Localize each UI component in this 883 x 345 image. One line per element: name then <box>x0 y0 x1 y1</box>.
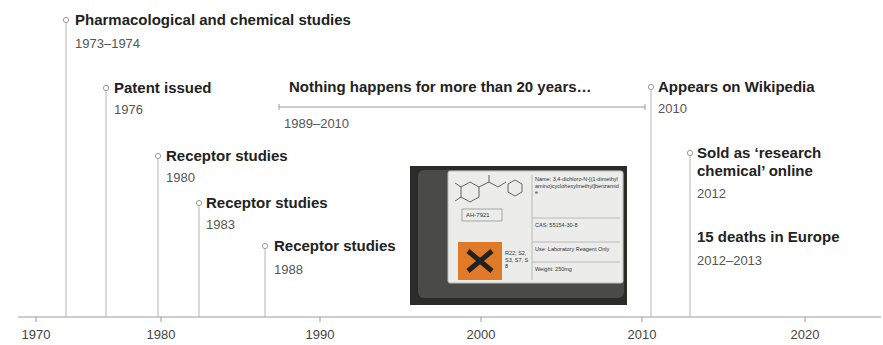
event-year: 1976 <box>114 102 143 118</box>
event-dot <box>687 150 692 155</box>
time-axis <box>18 317 881 318</box>
event-stem <box>106 91 107 317</box>
axis-tick <box>642 317 643 322</box>
axis-tick <box>805 317 806 322</box>
period-bracket <box>279 107 645 108</box>
label-text: Name: 3,4-dichloro-N-[(1-dimethylamino)c… <box>535 176 619 196</box>
event-stem <box>66 23 67 317</box>
event-stem <box>651 90 652 317</box>
event-title: Sold as ‘research chemical’ online <box>697 144 867 180</box>
event-year: 1980 <box>166 170 195 186</box>
product-photo <box>410 166 627 305</box>
axis-ticks <box>36 317 805 322</box>
event-year: 1973–1974 <box>75 36 140 52</box>
event-stems <box>63 17 692 317</box>
event-stem <box>199 206 200 317</box>
label-text: Use: Laboratory Reagent Only <box>535 246 619 253</box>
label-text: Weight: 250mg <box>535 266 619 273</box>
event-title: Receptor studies <box>166 147 288 165</box>
event-dot <box>196 200 201 205</box>
axis-tick <box>36 317 37 322</box>
event-title: Pharmacological and chemical studies <box>75 11 351 29</box>
event-title: 15 deaths in Europe <box>697 228 840 246</box>
bracket-end <box>279 104 280 110</box>
bracket-end <box>645 104 646 110</box>
period-note: Nothing happens for more than 20 years… <box>289 78 592 96</box>
axis-year: 2000 <box>467 327 496 343</box>
event-year: 1983 <box>206 217 235 233</box>
axis-year: 1980 <box>147 327 176 343</box>
event-dot <box>155 153 160 158</box>
event-stem <box>265 249 266 317</box>
event-year: 2010 <box>658 101 687 117</box>
event-stem <box>690 156 691 317</box>
event-dot <box>63 17 68 22</box>
event-title: Appears on Wikipedia <box>658 78 815 96</box>
axis-year: 2020 <box>791 327 820 343</box>
label-text: R22; S2, S3, S7, S8 <box>505 250 531 270</box>
event-title: Patent issued <box>114 79 212 97</box>
event-year: 1988 <box>274 262 303 278</box>
axis-tick <box>481 317 482 322</box>
period-years: 1989–2010 <box>284 116 349 132</box>
axis-year: 1990 <box>306 327 335 343</box>
label-text: CAS: 55154-30-8 <box>535 222 619 229</box>
event-title: Receptor studies <box>206 194 328 212</box>
axis-tick <box>161 317 162 322</box>
event-year: 2012 <box>697 186 726 202</box>
event-title: Receptor studies <box>274 237 396 255</box>
event-stem <box>158 159 159 317</box>
label-code: AH-7921 <box>466 212 490 219</box>
axis-year: 1970 <box>22 327 51 343</box>
axis-tick <box>320 317 321 322</box>
event-year: 2012–2013 <box>697 253 762 269</box>
axis-year: 2010 <box>628 327 657 343</box>
event-dot <box>262 243 267 248</box>
event-dot <box>103 85 108 90</box>
event-dot <box>648 84 653 89</box>
